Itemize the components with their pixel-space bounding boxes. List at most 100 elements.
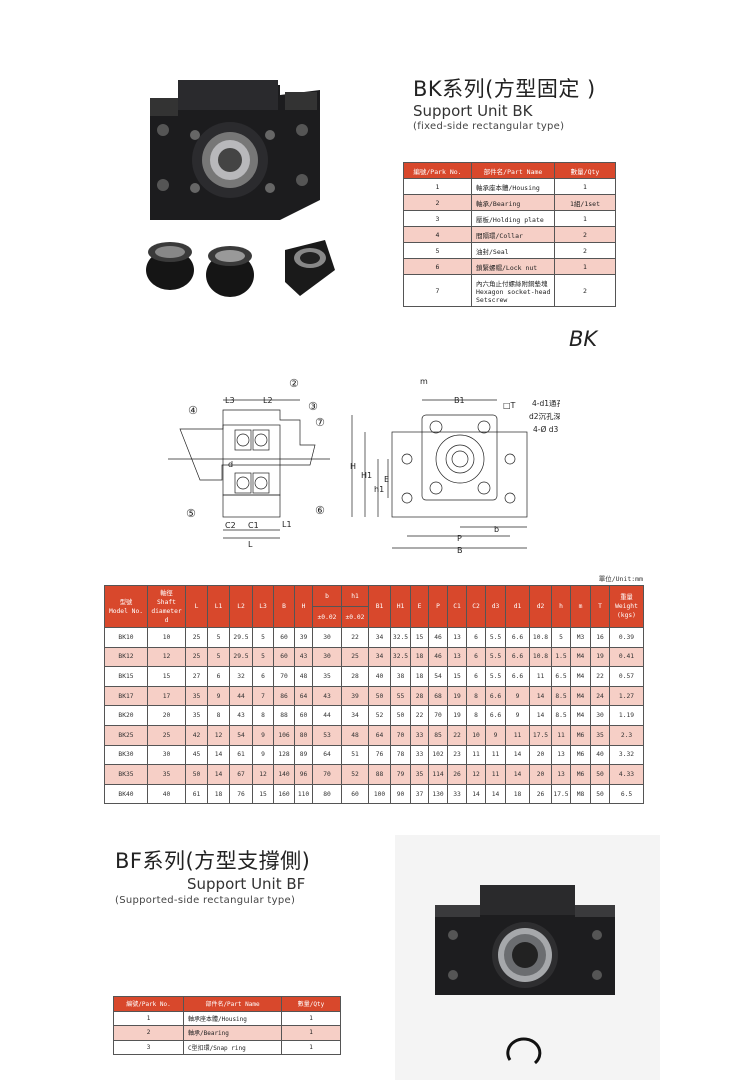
cell: 5 (403, 242, 472, 259)
cell: 11 (485, 744, 506, 766)
cell: 22 (447, 724, 467, 746)
cell: 67 (229, 764, 253, 785)
cell: 4 (403, 226, 472, 243)
cell: 60 (294, 705, 313, 726)
cell: 64 (294, 685, 313, 707)
cell: 11 (466, 744, 486, 766)
col-header: d2 (529, 585, 552, 628)
cell: 34 (341, 705, 369, 726)
cell: 1.27 (609, 685, 644, 707)
cell: 70 (312, 764, 342, 785)
cell: 160 (273, 783, 295, 805)
cell: 23 (447, 744, 467, 766)
cell: 25 (341, 646, 369, 668)
cell: M4 (570, 666, 591, 687)
dim-label: C1 (248, 521, 259, 530)
cell: 25 (147, 724, 186, 746)
cell: 15 (147, 666, 186, 687)
cell: 40 (590, 744, 610, 766)
cell: 88 (273, 705, 295, 726)
cell: 5 (207, 646, 230, 668)
cell: 0.41 (609, 646, 644, 668)
cell: 29.5 (229, 646, 253, 668)
cell: 2 (113, 1025, 184, 1041)
cell: 30 (312, 646, 342, 668)
cell: 20 (147, 705, 186, 726)
cell: M4 (570, 646, 591, 668)
cell: 79 (390, 764, 411, 785)
col-header: H1 (390, 585, 411, 628)
model-cell: BK20 (104, 705, 148, 726)
cell: 17.5 (529, 724, 552, 746)
cell: 110 (294, 783, 313, 805)
cell: 壓板/Holding plate (471, 210, 555, 227)
cell: 軸承座本體/Housing (471, 178, 555, 195)
dim-label: L1 (282, 520, 292, 529)
cell: 51 (341, 744, 369, 766)
cell: 102 (428, 744, 448, 766)
cell: 25 (185, 646, 208, 668)
col-header: h (551, 585, 571, 628)
dim-label: □T (503, 401, 516, 410)
cell: 50 (185, 764, 208, 785)
cell: 130 (428, 783, 448, 805)
cell: 64 (368, 724, 391, 746)
cell: 6.5 (551, 666, 571, 687)
header-text: diameter (151, 607, 182, 615)
cell: 9 (252, 744, 274, 766)
cell: 14 (505, 764, 530, 785)
cell: 44 (229, 685, 253, 707)
cell: 5 (207, 627, 230, 648)
cell: 14 (529, 705, 552, 726)
header-text: 型號 (119, 598, 133, 606)
cell: 12 (252, 764, 274, 785)
cell: 1 (281, 1010, 341, 1026)
cell: 2 (403, 194, 472, 211)
cell: 5.5 (485, 646, 506, 668)
cell: 35 (185, 705, 208, 726)
cell: 32 (229, 666, 253, 687)
cell: 14 (485, 783, 506, 805)
cell: 39 (341, 685, 369, 707)
cell: 6 (466, 627, 486, 648)
cell: 54 (428, 666, 448, 687)
cell: 42 (185, 724, 208, 746)
bf-title: BF系列(方型支撐側) (115, 849, 311, 873)
col-header: 數量/Qty (281, 996, 341, 1012)
cell: 8 (466, 685, 486, 707)
callout: ⑦ (315, 416, 325, 429)
cell: 26 (447, 764, 467, 785)
cell: 16 (590, 627, 610, 648)
cell: 30 (312, 627, 342, 648)
cell: 70 (390, 724, 411, 746)
cell: M8 (570, 783, 591, 805)
cell: 5 (551, 627, 571, 648)
dim-label: C2 (225, 521, 236, 530)
cell: 80 (312, 783, 342, 805)
cell: 6 (403, 258, 472, 275)
bf-subtitle-type: (Supported-side rectangular type) (115, 895, 296, 906)
dim-label: L3 (225, 396, 235, 405)
cell: 89 (294, 744, 313, 766)
cell: 43 (294, 646, 313, 668)
cell: 5.5 (485, 666, 506, 687)
bk-title: BK系列(方型固定 ) (413, 77, 596, 101)
cell: 19 (447, 705, 467, 726)
cell: 54 (229, 724, 253, 746)
cell: 14 (207, 744, 230, 766)
cell: 1 (281, 1039, 341, 1055)
cell: 12 (466, 764, 486, 785)
cell: 85 (428, 724, 448, 746)
cell: 0.39 (609, 627, 644, 648)
cell: 11 (529, 666, 552, 687)
model-cell: BK10 (104, 627, 148, 648)
col-header: L (185, 585, 208, 628)
col-header: C2 (466, 585, 486, 628)
